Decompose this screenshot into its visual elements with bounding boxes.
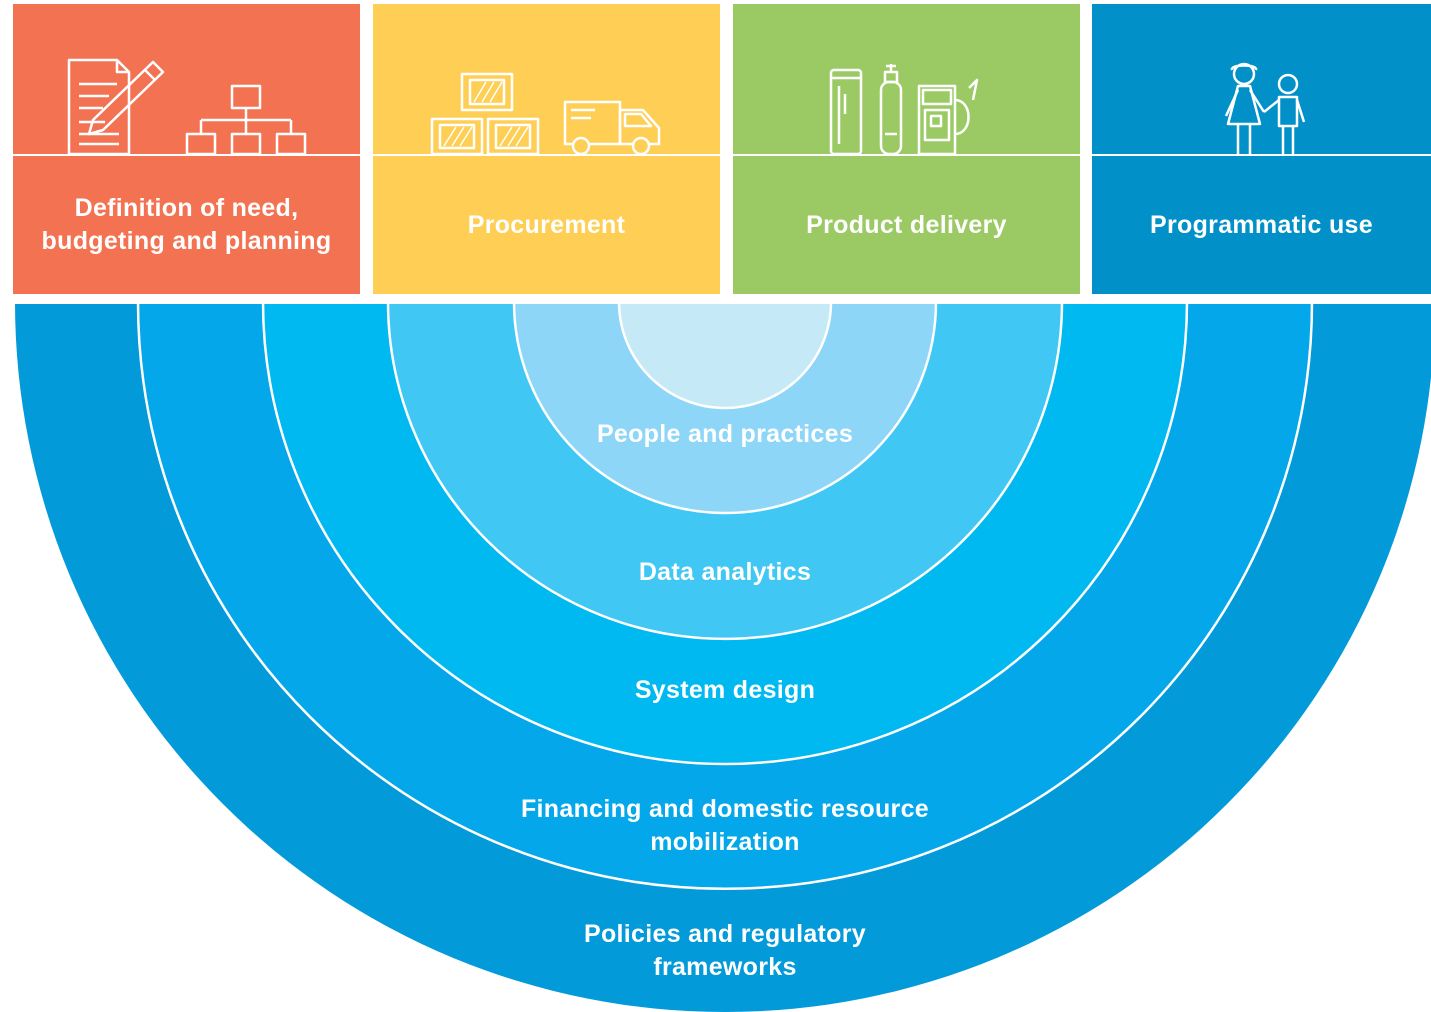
- stage-product-delivery: Product delivery: [733, 4, 1080, 294]
- family-icon: [1092, 4, 1431, 154]
- stage-divider: [373, 154, 720, 156]
- stage-label: Definition of need, budgeting and planni…: [41, 194, 332, 255]
- stage-divider: [1092, 154, 1431, 156]
- stage-label: Procurement: [467, 210, 626, 239]
- ring-label-policies: Policies and regulatory frameworks: [584, 920, 866, 981]
- procurement-icon: [373, 4, 720, 154]
- planning-icon: [13, 4, 360, 154]
- ring-label-system: System design: [634, 676, 816, 704]
- stage-divider: [13, 154, 360, 156]
- separator-band: [0, 294, 1431, 304]
- ring-label-financing: Financing and domestic resource mobiliza…: [520, 795, 929, 856]
- ring-label-data: Data analytics: [638, 558, 812, 586]
- ring-label-people: People and practices: [596, 420, 854, 448]
- stage-procurement: Procurement: [373, 4, 720, 294]
- delivery-icon: [733, 4, 1080, 154]
- stage-label: Product delivery: [806, 210, 1007, 239]
- stage-divider: [733, 154, 1080, 156]
- stage-programmatic-use: Programmatic use: [1092, 4, 1431, 294]
- ring-core: [617, 300, 833, 410]
- stage-label: Programmatic use: [1150, 210, 1373, 239]
- stage-planning: Definition of need, budgeting and planni…: [13, 4, 360, 294]
